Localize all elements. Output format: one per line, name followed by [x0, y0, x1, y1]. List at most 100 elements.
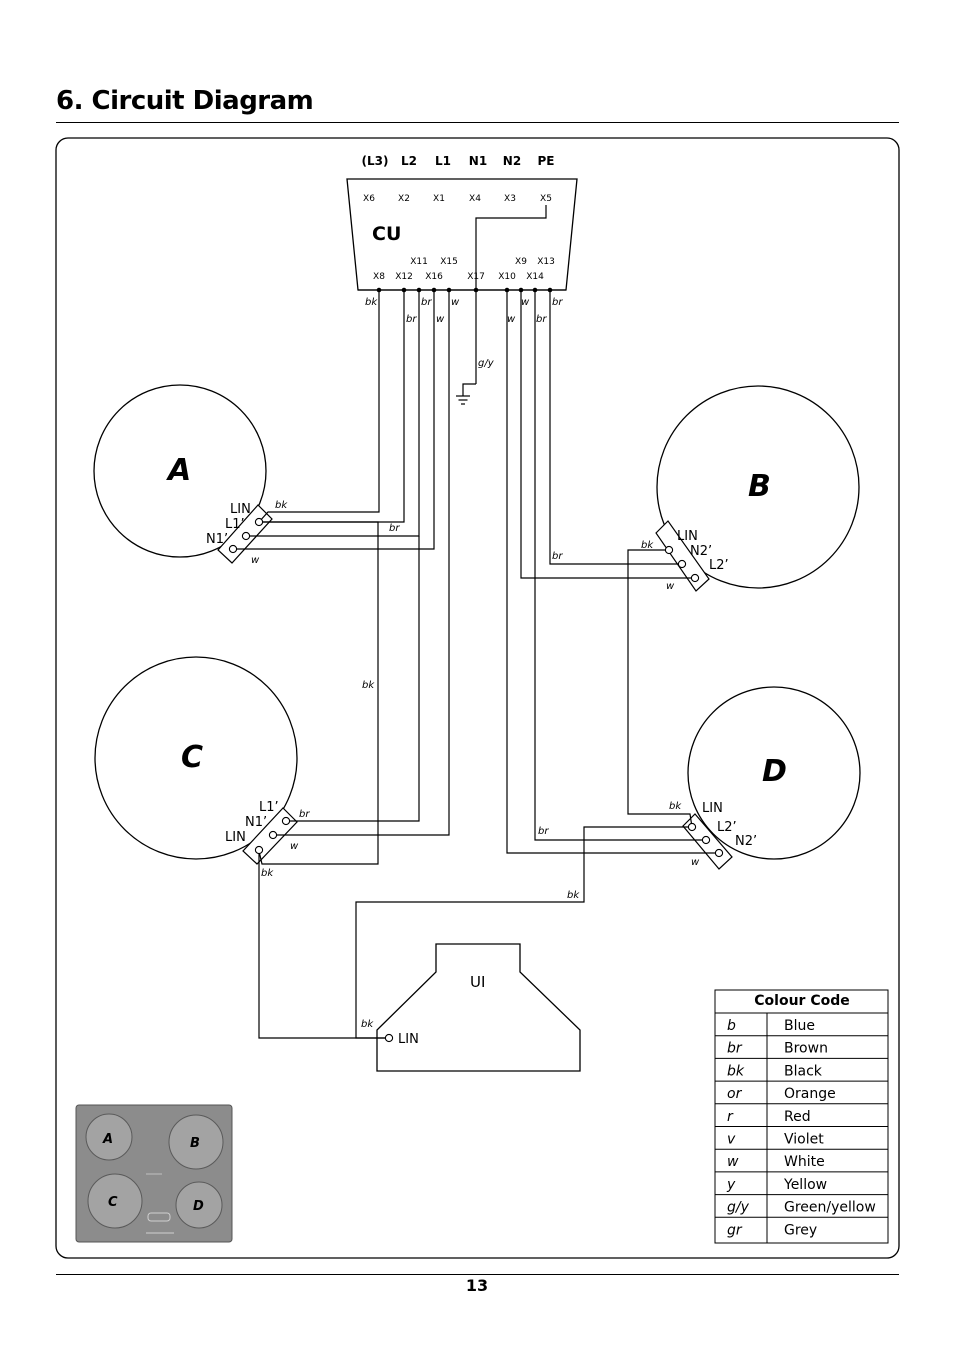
ui-lin-terminal	[384, 1033, 394, 1043]
connector-x16: X16	[425, 272, 443, 282]
zone-a-l1-terminal	[241, 531, 251, 541]
zone-b-circle	[656, 385, 860, 589]
connector-x12: X12	[395, 272, 413, 282]
connector-x14: X14	[526, 272, 544, 282]
wire-x9-zone-b	[520, 290, 695, 579]
legend-code: w	[727, 1154, 739, 1170]
wire-label-x8: bk	[365, 297, 378, 308]
connector-x4: X4	[469, 194, 481, 204]
wire-label-zone-a-w: w	[251, 555, 260, 566]
legend-title: Colour Code	[754, 993, 849, 1009]
hob-zone-b-icon	[168, 1114, 224, 1170]
hob-zone-d-icon	[175, 1181, 223, 1229]
wire-label-link-bk: bk	[362, 680, 375, 691]
zone-d-terminal-n2: N2’	[735, 834, 757, 849]
zone-b-l2-terminal	[690, 573, 700, 583]
hob-zone-c-icon	[87, 1173, 143, 1229]
zone-a-label: A	[166, 453, 191, 488]
zone-c-circle	[94, 656, 298, 860]
zone-b-lin-terminal	[664, 545, 674, 555]
legend-colour-name: Violet	[784, 1132, 824, 1148]
wire-x14-zone-d	[534, 290, 706, 841]
wire-label-x11: br	[421, 297, 432, 308]
wire-label-x14: br	[536, 314, 547, 325]
hob-zone-a-icon	[85, 1113, 133, 1161]
wire-label-zone-b-br: br	[552, 551, 563, 562]
hob-zone-c-text: C	[108, 1195, 118, 1210]
wire-label-ui-lin-bk: bk	[361, 1019, 374, 1030]
wire-label-zone-b-bk: bk	[641, 540, 654, 551]
hob-control-strip-icon	[147, 1212, 171, 1222]
connector-x1: X1	[433, 194, 445, 204]
hob-zone-b-text: B	[190, 1136, 200, 1151]
zone-d-l2-terminal	[701, 835, 711, 845]
hob-zone-a-text: A	[102, 1132, 113, 1147]
supply-terminal-l2: L2	[401, 154, 417, 168]
legend-code: bk	[727, 1063, 745, 1079]
zone-a-terminal-lin: LIN	[230, 502, 251, 517]
legend-colour-name: White	[784, 1154, 825, 1170]
legend-colour-name: Red	[784, 1109, 811, 1125]
zone-d-circle	[687, 686, 861, 860]
zone-d-terminal-l2: L2’	[717, 820, 737, 835]
hob-zone-d-text: D	[193, 1199, 204, 1214]
earth-wire-bend	[462, 383, 476, 396]
legend-colour-name: Blue	[784, 1018, 815, 1034]
supply-terminal-l1: L1	[435, 154, 451, 168]
wire-x12-zone-a	[262, 290, 405, 523]
zone-d-label: D	[762, 754, 787, 789]
legend-code: r	[727, 1109, 734, 1125]
connector-x15: X15	[440, 257, 458, 267]
supply-terminal-pe: PE	[538, 154, 555, 168]
terminal-circles	[228, 517, 724, 1043]
wire-label-zone-d-w: w	[691, 857, 700, 868]
connector-x9: X9	[515, 257, 527, 267]
hob-thumbnail: A B C D	[75, 1104, 233, 1243]
zone-a-terminal-l1: L1’	[225, 517, 245, 532]
wire-zone-d-to-ui	[355, 826, 692, 1039]
legend-code: g/y	[727, 1200, 750, 1216]
zone-c-label: C	[181, 740, 203, 775]
supply-terminal-n2: N2	[503, 154, 521, 168]
wire-zone-a-to-zone-c	[258, 521, 379, 865]
page-title: 6. Circuit Diagram	[56, 86, 314, 116]
wire-label-x13: br	[552, 297, 563, 308]
pe-internal-wire	[475, 205, 547, 290]
zone-b-terminal-block	[655, 520, 710, 592]
zone-b-terminal-n2: N2’	[690, 544, 712, 559]
zone-a-terminal-n1: N1’	[206, 532, 228, 547]
zone-d-n2-terminal	[714, 848, 724, 858]
wire-label-zone-a-br: br	[389, 523, 400, 534]
wire-x13-zone-b	[549, 290, 682, 565]
wire-zone-b-lin-to-zone-d	[627, 549, 693, 828]
zone-a-lin-terminal	[254, 517, 264, 527]
title-divider	[56, 122, 899, 123]
wire-label-x16: w	[436, 314, 445, 325]
connector-x11: X11	[410, 257, 428, 267]
wire-x10-zone-d	[506, 290, 719, 854]
connector-x5: X5	[540, 194, 552, 204]
wire-label-zone-c-bk: bk	[261, 868, 274, 879]
zone-c-terminal-l1: L1’	[259, 800, 279, 815]
earth-symbol-icon	[456, 395, 470, 405]
wire-zone-c-to-ui	[258, 851, 389, 1039]
legend-code: gr	[727, 1222, 743, 1238]
zone-c-lin-terminal	[254, 845, 264, 855]
wire-label-x9: w	[521, 297, 530, 308]
connector-x8: X8	[373, 272, 385, 282]
wire-label-zone-c-br: br	[299, 809, 310, 820]
connector-x13: X13	[537, 257, 555, 267]
zone-d-lin-terminal	[687, 822, 697, 832]
legend-code: y	[726, 1177, 736, 1193]
zone-c-terminal-n1: N1’	[245, 815, 267, 830]
legend-colour-name: Grey	[784, 1222, 817, 1238]
zone-a-circle	[93, 384, 267, 558]
zone-c-n1-terminal	[268, 830, 278, 840]
wire-label-zone-a-bk: bk	[275, 500, 288, 511]
legend-code: or	[727, 1086, 743, 1102]
footer-divider	[56, 1274, 899, 1275]
cu-label: CU	[372, 223, 401, 245]
